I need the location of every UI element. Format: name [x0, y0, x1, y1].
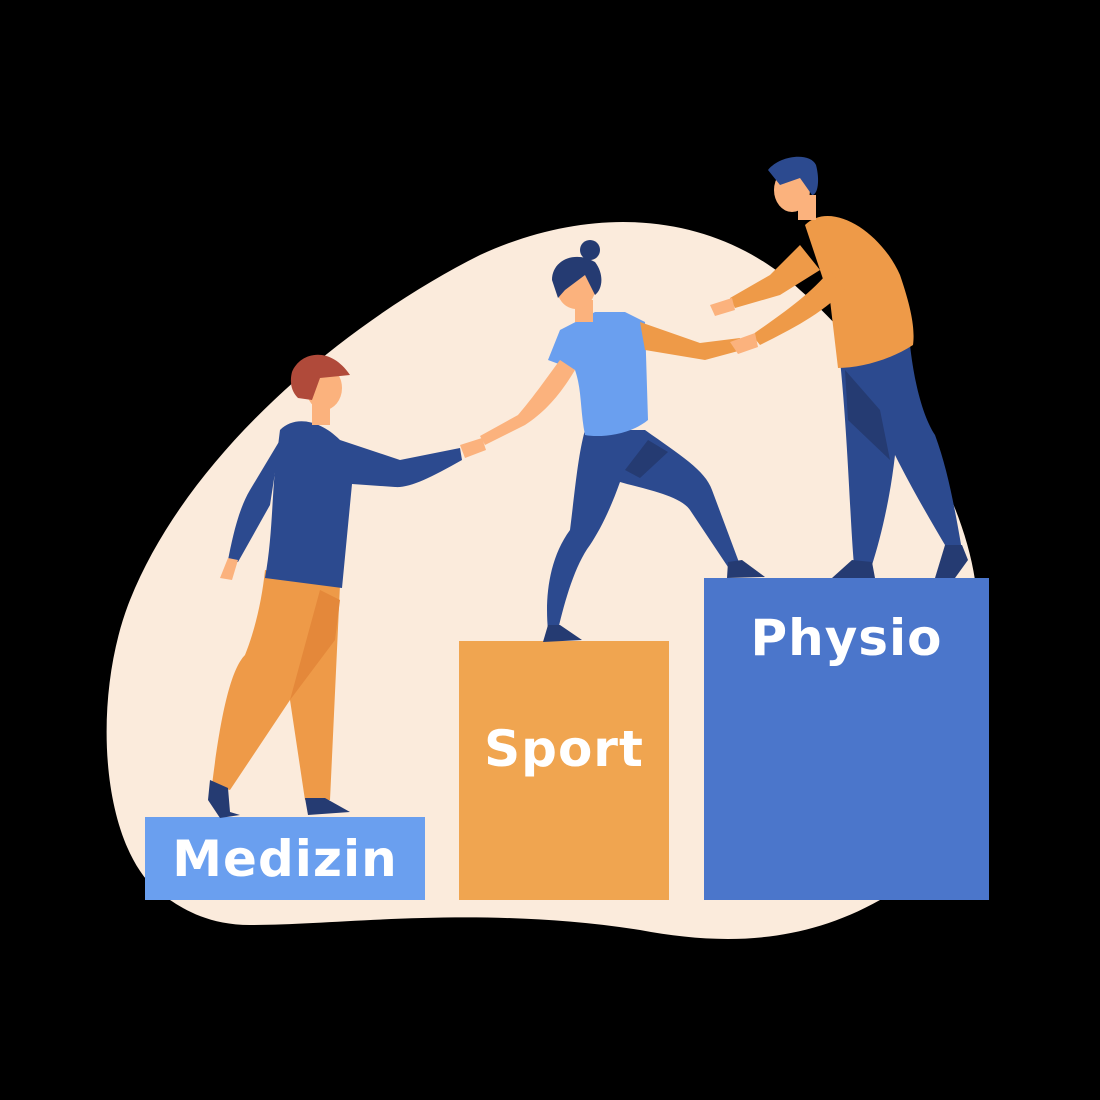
physio-label: Physio: [750, 609, 943, 667]
physio-box: [704, 578, 989, 900]
medizin-box: [145, 817, 425, 900]
sport-label: Sport: [484, 720, 644, 778]
medizin-label: Medizin: [172, 830, 398, 888]
person-middle: [480, 240, 765, 642]
sport-box: [459, 641, 669, 900]
person-left: [208, 354, 486, 818]
person-right: [710, 156, 968, 578]
